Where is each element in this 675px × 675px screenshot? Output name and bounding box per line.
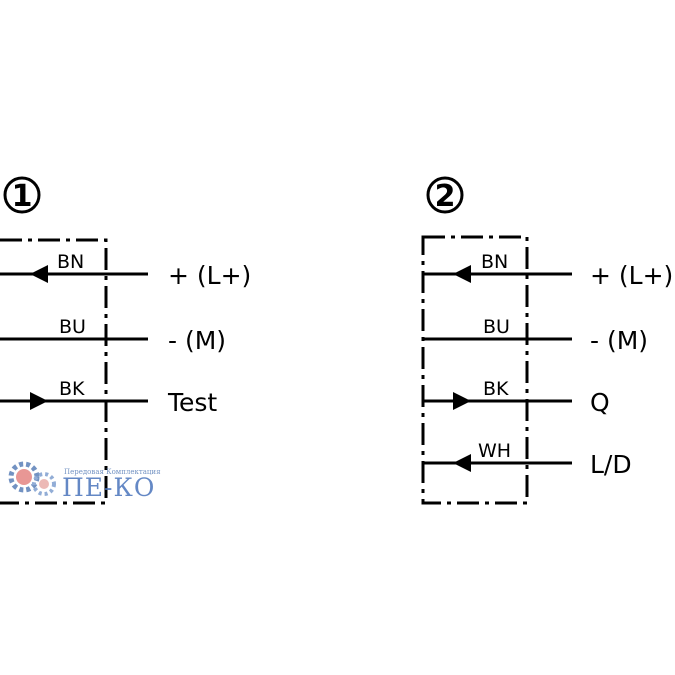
diagram-2-number-circle: [426, 176, 464, 214]
diagram-1-wire-bu: BU - (M): [0, 316, 226, 355]
arrow-right-icon: [453, 392, 471, 410]
diagram-1-wire-bk: BK Test: [0, 378, 217, 417]
diagram-1-number-circle: [3, 176, 41, 214]
wire-code: BN: [57, 251, 84, 273]
diagram-2-number: 2: [435, 179, 456, 214]
wire-code: BN: [481, 251, 508, 273]
arrow-left-icon: [453, 454, 471, 472]
diagram-1: 1 BN + (L+) BU - (M) BK Test: [0, 176, 251, 505]
wire-code: BK: [483, 378, 509, 400]
diagram-2: 2 BN + (L+) BU - (M) BK Q WH L/D: [421, 176, 673, 505]
wire-code: BK: [59, 378, 85, 400]
terminal-label: L/D: [590, 450, 632, 479]
diagram-1-number: 1: [12, 179, 33, 214]
arrow-left-icon: [453, 265, 471, 283]
wire-code: BU: [483, 316, 510, 338]
diagram-2-wire-bn: BN + (L+): [423, 251, 673, 290]
watermark-brand: ПЕ-КО: [62, 473, 155, 502]
terminal-label: + (L+): [168, 261, 251, 290]
diagram-1-wire-bn: BN + (L+): [0, 251, 251, 290]
diagram-2-wire-wh: WH L/D: [423, 440, 632, 479]
diagram-2-housing-outline: [421, 235, 529, 505]
gear-icon: [8, 461, 56, 496]
wire-code: WH: [478, 440, 511, 462]
arrow-left-icon: [30, 265, 48, 283]
terminal-label: Q: [590, 388, 610, 417]
diagram-2-wire-bk: BK Q: [423, 378, 610, 417]
terminal-label: - (M): [590, 326, 648, 355]
diagram-2-wire-bu: BU - (M): [423, 316, 648, 355]
wire-code: BU: [59, 316, 86, 338]
terminal-label: + (L+): [590, 261, 673, 290]
diagram-1-housing-outline: [0, 238, 108, 505]
terminal-label: - (M): [168, 326, 226, 355]
terminal-label: Test: [167, 388, 217, 417]
watermark-logo: Передовая Комплектация ПЕ-КО: [8, 461, 161, 502]
watermark-tagline: Передовая Комплектация: [64, 468, 161, 476]
arrow-right-icon: [30, 392, 48, 410]
